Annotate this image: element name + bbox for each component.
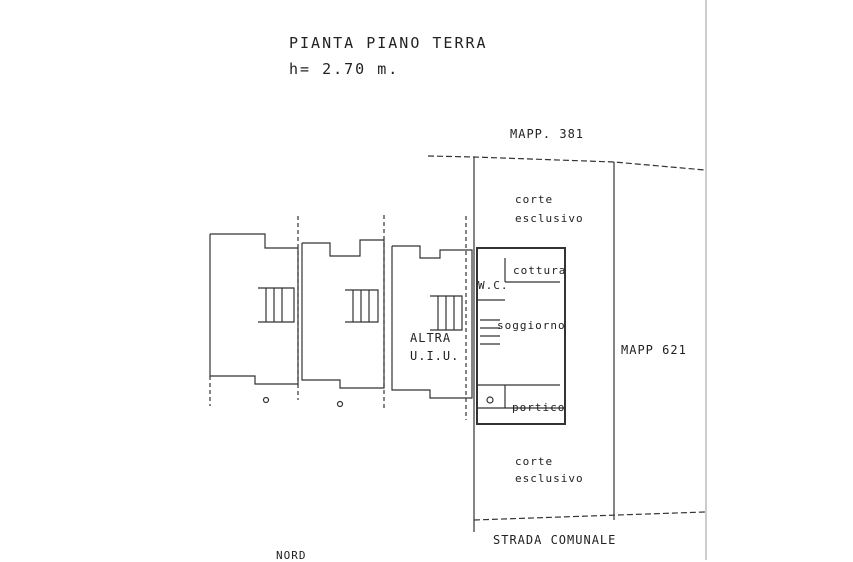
north-arrow-label: NORD	[276, 549, 307, 562]
drawing-title: PIANTA PIANO TERRA	[289, 34, 488, 52]
other-unit-label-2: U.I.U.	[410, 349, 460, 363]
wc-label: W.C.	[478, 279, 509, 292]
court-bottom-label-1: corte	[515, 455, 554, 468]
boundary-east-label: MAPP 621	[621, 343, 687, 357]
adjacent-unit-1	[209, 216, 299, 406]
kitchen-label: cottura	[513, 264, 567, 277]
court-bottom-label-2: esclusivo	[515, 472, 584, 485]
boundary-south-label: STRADA COMUNALE	[493, 533, 617, 547]
unit1-pillar	[262, 396, 270, 404]
boundary-north-label: MAPP. 381	[510, 127, 585, 141]
court-top-label-2: esclusivo	[515, 212, 584, 225]
adjacent-unit-3	[391, 216, 473, 420]
unit1-stair	[258, 287, 295, 323]
unit3-outline	[391, 245, 473, 399]
height-label: h= 2.70 m.	[289, 60, 400, 78]
living-label: soggiorno	[497, 319, 566, 332]
main-unit-wall	[476, 247, 566, 425]
adjacent-unit-2	[301, 215, 385, 410]
pillar	[486, 396, 494, 404]
unit2-outline	[301, 239, 385, 389]
unit2-pillar	[336, 400, 344, 408]
porch-label: portico	[512, 401, 566, 414]
other-unit-label-1: ALTRA	[410, 331, 452, 345]
court-top-label-1: corte	[515, 193, 554, 206]
lot-boundary-top	[427, 155, 706, 171]
unit1-outline	[209, 233, 299, 385]
lot-boundary-bottom	[473, 511, 706, 521]
main-unit	[476, 247, 566, 425]
